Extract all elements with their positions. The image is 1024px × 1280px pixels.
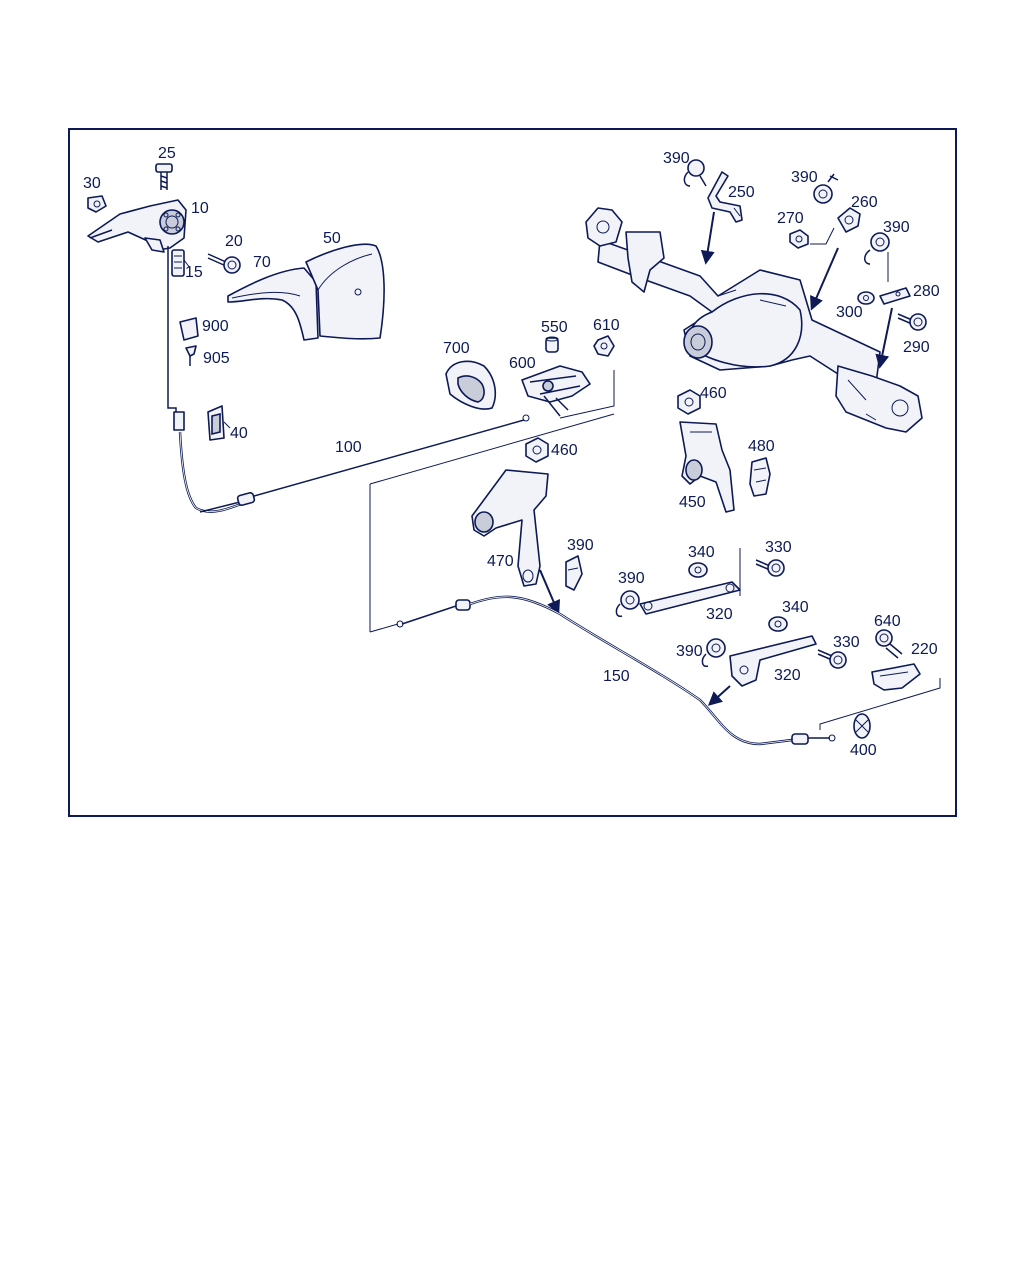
label-460-b: 460 [551,442,578,459]
label-250: 250 [728,184,755,201]
bolt-330-a [755,559,785,577]
clip-390-a [683,159,707,187]
label-220: 220 [911,641,938,658]
label-470: 470 [487,553,514,570]
label-10: 10 [191,200,209,217]
plate-280 [879,287,911,305]
label-20: 20 [225,233,243,250]
label-320-a: 320 [706,606,733,623]
label-320-b: 320 [774,667,801,684]
nut-30 [87,195,107,213]
label-390-f: 390 [676,643,703,660]
clip-390-e [615,590,640,618]
clip-390-b [813,173,839,204]
lever-assembly-10 [87,199,187,253]
cover-70 [227,267,319,341]
label-25: 25 [158,145,176,162]
bracket-220 [871,663,921,691]
diagram-frame [68,128,957,817]
label-15: 15 [185,264,203,281]
label-260: 260 [851,194,878,211]
switch-15 [171,249,185,277]
label-330-a: 330 [765,539,792,556]
bracket-470 [471,469,549,587]
leader-40 [223,421,231,429]
washer-340-b [768,616,788,632]
arrow-250 [700,211,715,265]
washer-400 [853,713,871,739]
label-100: 100 [335,439,362,456]
label-700: 700 [443,340,470,357]
bracket-250 [707,171,743,223]
label-40: 40 [230,425,248,442]
label-390-e: 390 [618,570,645,587]
clip-390-f [701,638,726,668]
label-390-b: 390 [791,169,818,186]
bolt-20 [207,253,241,274]
cover-50 [305,243,385,340]
leader-15 [183,259,191,269]
label-340-a: 340 [688,544,715,561]
bushing-550 [545,336,559,353]
label-300: 300 [836,304,863,321]
pin-905 [185,345,197,366]
label-905: 905 [203,350,230,367]
bracket-450 [679,421,735,513]
clip-900 [179,317,199,341]
label-400: 400 [850,742,877,759]
arrow-280 [875,307,893,369]
label-900: 900 [202,318,229,335]
bolt-640 [875,629,903,659]
lever-mechanism-600 [521,365,591,417]
bracket-line-220 [819,678,941,730]
label-30: 30 [83,175,101,192]
clip-390-c [864,232,890,282]
label-290: 290 [903,339,930,356]
washer-300 [857,291,875,305]
label-390-d: 390 [567,537,594,554]
clip-480 [749,457,771,497]
label-390-a: 390 [663,150,690,167]
nut-270 [789,229,809,249]
washer-340-a [688,562,708,578]
label-270: 270 [777,210,804,227]
label-280: 280 [913,283,940,300]
label-610: 610 [593,317,620,334]
bolt-25 [155,163,173,190]
label-70: 70 [253,254,271,271]
arrow-320 [707,685,731,706]
label-480: 480 [748,438,775,455]
label-340-b: 340 [782,599,809,616]
label-600: 600 [509,355,536,372]
label-460-a: 460 [700,385,727,402]
label-150: 150 [603,668,630,685]
label-640: 640 [874,613,901,630]
nut-460-b [525,437,549,463]
label-450: 450 [679,494,706,511]
handle-700 [445,360,497,410]
clip-40 [207,405,225,441]
cable-100 [167,246,530,513]
label-550: 550 [541,319,568,336]
clip-390-d [565,555,583,591]
arrow-470 [539,569,561,615]
bolt-290 [897,313,927,331]
plate-260 [810,207,861,245]
bolt-330-b [817,649,847,669]
leader-600 [559,370,615,419]
rear-axle [585,207,923,433]
arrow-260 [810,247,839,311]
label-50: 50 [323,230,341,247]
strut-320-b [729,635,817,687]
cable-150 [369,413,836,746]
nut-610 [593,335,615,357]
label-330-b: 330 [833,634,860,651]
nut-460-a [677,389,701,415]
label-390-c: 390 [883,219,910,236]
